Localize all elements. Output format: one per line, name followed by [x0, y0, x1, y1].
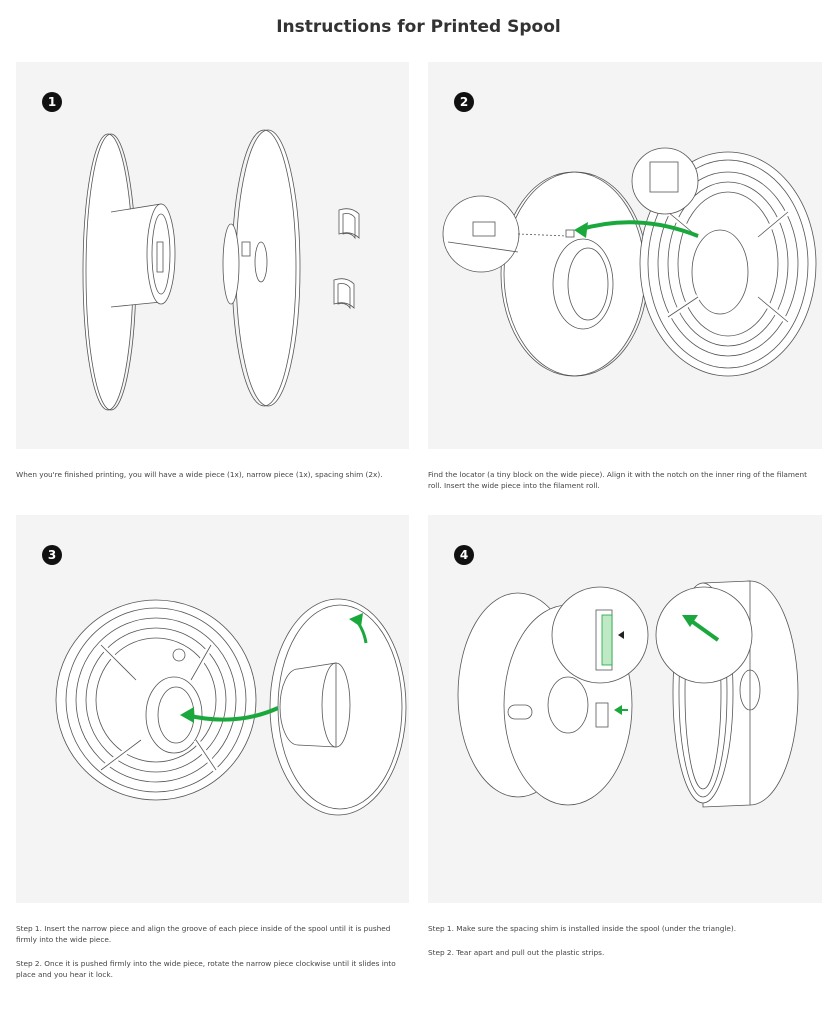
step-2-illustration: 2	[428, 62, 822, 449]
step-3-illustration: 3	[16, 515, 409, 903]
step-1-caption: When you're finished printing, you will …	[16, 470, 383, 479]
step-number-badge: 3	[42, 545, 62, 565]
spool-parts-drawing	[82, 129, 360, 411]
step-number-badge: 2	[454, 92, 474, 112]
step-2-caption: Find the locator (a tiny block on the wi…	[428, 470, 807, 490]
narrow-piece-insertion-drawing	[55, 598, 407, 816]
step-3-caption: Step 1. Insert the narrow piece and alig…	[16, 924, 396, 979]
locator-alignment-drawing	[442, 147, 817, 377]
shim-installation-drawing	[457, 580, 799, 808]
step-4-illustration: 4	[428, 515, 822, 903]
step-4-caption: Step 1. Make sure the spacing shim is in…	[428, 924, 737, 957]
step-1-illustration: 1	[16, 62, 409, 449]
page-title: Instructions for Printed Spool	[276, 17, 561, 37]
step-number-badge: 4	[454, 545, 474, 565]
step-number-badge: 1	[42, 92, 62, 112]
